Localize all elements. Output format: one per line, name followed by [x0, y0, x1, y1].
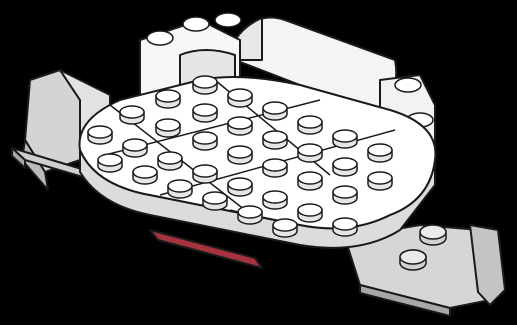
stud	[193, 76, 217, 94]
stud	[120, 106, 144, 124]
stud	[273, 219, 297, 237]
stud	[168, 180, 192, 198]
stud	[228, 89, 252, 107]
stud	[193, 104, 217, 122]
stud	[333, 218, 357, 236]
stud	[156, 119, 180, 137]
stud	[238, 206, 262, 224]
stud	[88, 126, 112, 144]
stud	[228, 178, 252, 196]
stud	[333, 186, 357, 204]
stud	[333, 130, 357, 148]
stud	[193, 132, 217, 150]
stud	[298, 116, 322, 134]
stud	[333, 158, 357, 176]
stud	[123, 139, 147, 157]
stud	[263, 191, 287, 209]
stud	[368, 144, 392, 162]
stud	[133, 166, 157, 184]
stud	[368, 172, 392, 190]
stud	[158, 152, 182, 170]
stud	[156, 90, 180, 108]
stud	[263, 102, 287, 120]
stud	[203, 192, 227, 210]
stud	[263, 159, 287, 177]
stud	[193, 165, 217, 183]
stud	[98, 154, 122, 172]
stud	[298, 204, 322, 222]
stud	[228, 146, 252, 164]
stud	[228, 117, 252, 135]
stud	[298, 172, 322, 190]
stud	[298, 144, 322, 162]
stud	[263, 131, 287, 149]
